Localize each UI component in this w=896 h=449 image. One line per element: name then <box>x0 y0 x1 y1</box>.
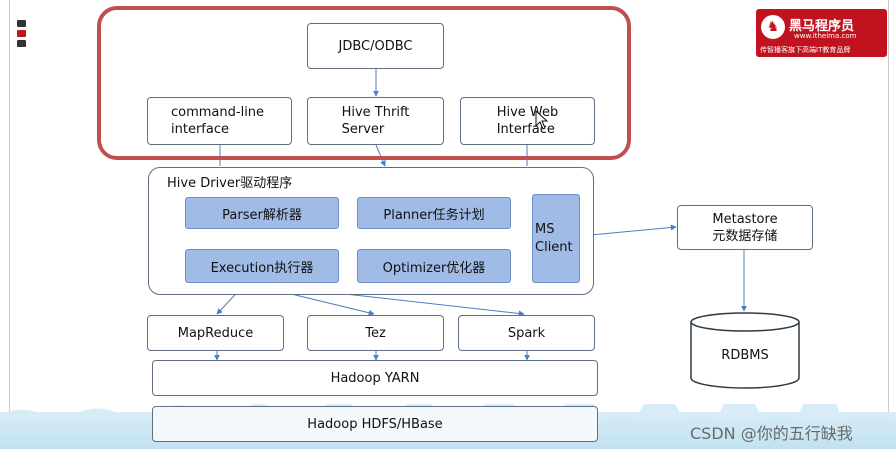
ms-client-label-line2: Client <box>535 239 573 255</box>
spark-box: Spark <box>458 315 595 351</box>
web-label-line1: Hive Web <box>496 105 559 120</box>
metastore-label-line2: 元数据存储 <box>712 228 778 244</box>
metastore-label-line1: Metastore <box>712 211 778 227</box>
thrift-label-line1: Hive Thrift <box>341 105 410 120</box>
horse-logo-icon: ♞ <box>761 15 785 39</box>
execution-module: Execution执行器 <box>185 249 339 283</box>
planner-module: Planner任务计划 <box>357 197 511 229</box>
parser-module: Parser解析器 <box>185 197 339 229</box>
spark-label: Spark <box>507 325 546 341</box>
planner-label: Planner任务计划 <box>383 207 485 223</box>
client-layer-highlight <box>97 6 631 160</box>
hadoop-hdfs-lane: Hadoop HDFS/HBase <box>152 406 598 442</box>
hadoop-hdfs-label: Hadoop HDFS/HBase <box>307 416 443 432</box>
optimizer-label: Optimizer优化器 <box>382 260 486 276</box>
jdbc-odbc-label: JDBC/ODBC <box>338 38 413 54</box>
optimizer-module: Optimizer优化器 <box>357 249 511 283</box>
ms-client-module: MS Client <box>532 194 580 283</box>
command-line-interface-box: command-line interface <box>147 97 292 145</box>
jdbc-odbc-box: JDBC/ODBC <box>307 23 444 69</box>
tez-label: Tez <box>365 325 386 341</box>
logo-slogan: 传智播客旗下高端IT教育品牌 <box>760 46 851 54</box>
tez-box: Tez <box>307 315 444 351</box>
csdn-watermark: CSDN @你的五行缺我 <box>690 424 853 443</box>
logo-title: 黑马程序员 <box>789 19 855 34</box>
slide-nav-icon[interactable] <box>17 20 27 50</box>
thrift-label-line2: Server <box>341 122 385 137</box>
web-label-line2: Interface <box>496 122 555 137</box>
metastore-box: Metastore 元数据存储 <box>677 205 813 250</box>
hive-driver-title: Hive Driver驱动程序 <box>167 176 293 191</box>
mapreduce-label: MapReduce <box>177 325 254 341</box>
hive-thrift-server-box: Hive Thrift Server <box>307 97 444 145</box>
hadoop-yarn-lane: Hadoop YARN <box>152 360 598 396</box>
command-line-label-line1: command-line <box>171 105 265 120</box>
itheima-logo: ♞ 黑马程序员 www.itheima.com 传智播客旗下高端IT教育品牌 <box>756 9 887 57</box>
execution-label: Execution执行器 <box>210 260 314 276</box>
hive-web-interface-box: Hive Web Interface <box>460 97 595 145</box>
parser-label: Parser解析器 <box>222 207 302 223</box>
mouse-cursor-icon <box>535 110 549 130</box>
rdbms-database-icon <box>690 312 800 389</box>
command-line-label-line2: interface <box>171 122 229 137</box>
mapreduce-box: MapReduce <box>147 315 284 351</box>
hadoop-yarn-label: Hadoop YARN <box>330 370 420 386</box>
ms-client-label-line1: MS <box>535 221 555 237</box>
rdbms-label: RDBMS <box>721 348 769 363</box>
logo-url: www.itheima.com <box>794 32 857 40</box>
